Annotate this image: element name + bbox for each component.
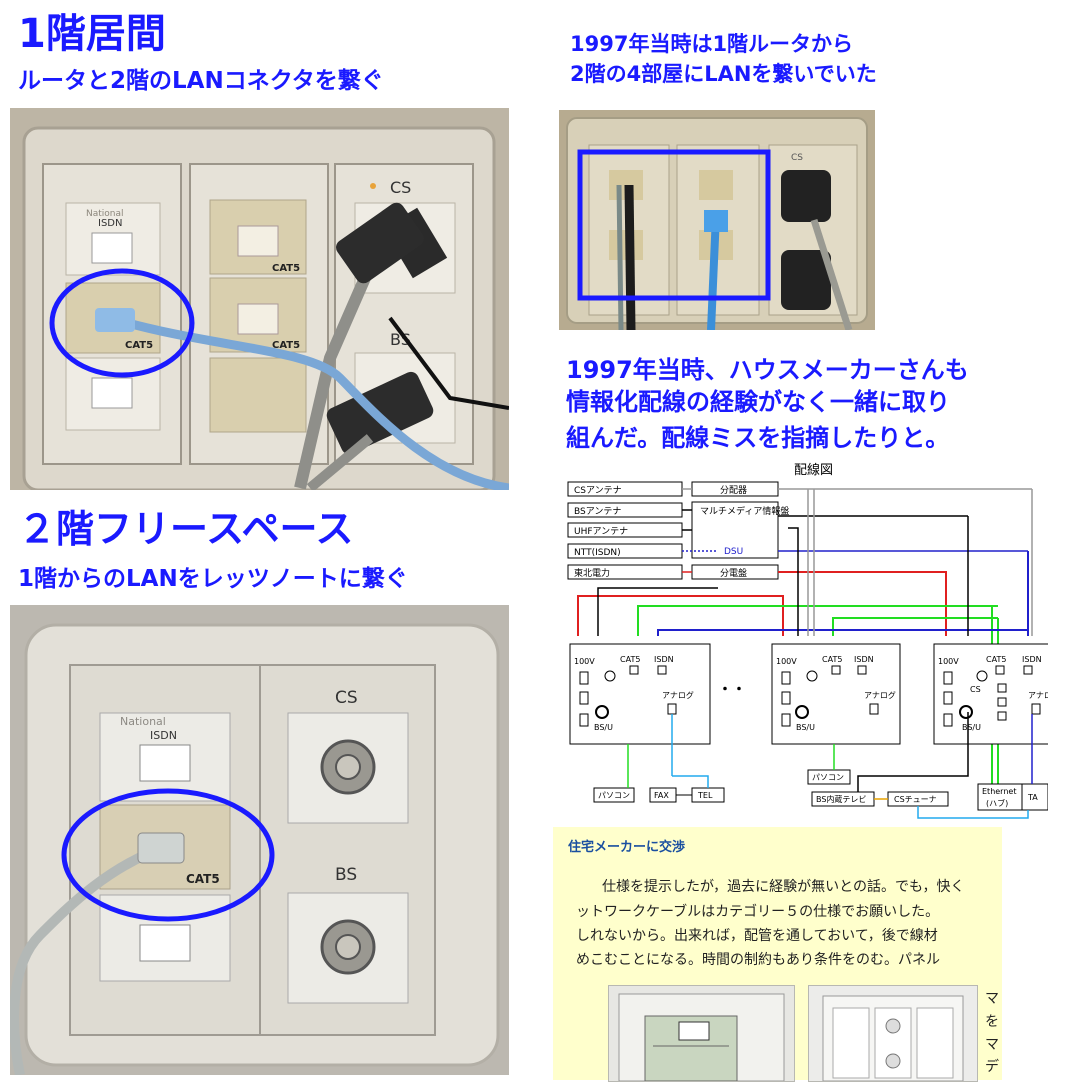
router-caption-line2: 2階の4部屋にLANを繋いでいた: [570, 62, 877, 86]
history-caption-line2: 情報化配線の経験がなく一緒に取り: [566, 388, 950, 416]
side-text-3: マ: [985, 1037, 999, 1053]
panel3-bsu: BS/U: [962, 723, 981, 732]
upstairs-subheading: 1階からのLANをレッツノートに繋ぐ: [18, 566, 408, 592]
device-tel: TEL: [697, 791, 713, 800]
panel2-analog: アナログ: [864, 690, 896, 700]
panel1-bsu: BS/U: [594, 723, 613, 732]
media-panel-box: マルチメディア情報盤: [700, 505, 789, 517]
bs-label: BS: [390, 330, 411, 349]
negotiation-heading: 住宅メーカーに交渉: [568, 840, 686, 855]
dsu-label: DSU: [724, 547, 743, 557]
more-panels-dots: ・・: [718, 682, 746, 698]
upstairs-cs-label: CS: [335, 688, 358, 708]
splitter-box: 分配器: [720, 485, 747, 496]
device-hub: (ハブ): [986, 798, 1008, 808]
cat5-label-a: CAT5: [125, 340, 153, 351]
side-text-4: デ: [985, 1059, 999, 1075]
cat5-label-b: CAT5: [272, 263, 300, 274]
device-pc2: パソコン: [812, 773, 844, 782]
device-ethernet: Ethernet: [982, 787, 1016, 796]
upstairs-bs-label: BS: [335, 865, 357, 885]
device-cs-tuner: CSチューナ: [894, 795, 937, 804]
panel2-100v: 100V: [776, 657, 797, 666]
panel2-cat5: CAT5: [822, 655, 842, 664]
national-logo-1: National: [86, 209, 124, 219]
living-room-subheading: ルータと2階のLANコネクタを繋ぐ: [18, 68, 384, 94]
diagram-title: 配線図: [794, 462, 833, 478]
negotiation-para1: 仕様を提示したが，過去に経験が無いとの話。でも，快く: [602, 879, 965, 895]
panel-photo-1: [608, 985, 795, 1082]
source-cs-antenna: CSアンテナ: [574, 485, 622, 496]
panel1-100v: 100V: [574, 657, 595, 666]
side-text-2: を: [985, 1014, 999, 1030]
history-caption-line1: 1997年当時、ハウスメーカーさんも: [566, 356, 969, 384]
router-cs-label: CS: [791, 153, 803, 163]
router-wall-photo: CS: [559, 110, 875, 330]
panel1-analog: アナログ: [662, 690, 694, 700]
panel1-cat5: CAT5: [620, 655, 640, 664]
panel1-isdn: ISDN: [654, 655, 674, 664]
panel3-cat5: CAT5: [986, 655, 1006, 664]
history-caption-line3: 組んだ。配線ミスを指摘したりと。: [566, 424, 950, 452]
panel3-100v: 100V: [938, 657, 959, 666]
cs-label: CS: [390, 178, 411, 197]
device-fax: FAX: [654, 791, 669, 800]
router-caption-line1: 1997年当時は1階ルータから: [570, 32, 854, 56]
distribution-box: 分電盤: [720, 567, 747, 579]
source-power: 東北電力: [574, 567, 610, 579]
panel3-isdn: ISDN: [1022, 655, 1042, 664]
panel3-analog: アナログ: [1028, 690, 1048, 700]
upstairs-heading: ２階フリースペース: [18, 507, 354, 551]
device-pc1: パソコン: [598, 791, 630, 800]
panel3-cs: CS: [970, 685, 981, 694]
isdn-label: ISDN: [98, 218, 122, 229]
negotiation-para2: ットワークケーブルはカテゴリー５の仕様でお願いした。: [576, 904, 940, 920]
cat5-label-c: CAT5: [272, 340, 300, 351]
negotiation-para3: しれないから。出来れば，配管を通しておいて，後で線材: [576, 928, 938, 944]
negotiation-para4: めこむことになる。時間の制約もあり条件をのむ。パネル: [576, 952, 940, 968]
panel-photo-2: [808, 985, 978, 1082]
panel2-bsu: BS/U: [796, 723, 815, 732]
upstairs-cat5-label: CAT5: [186, 872, 220, 886]
device-ta: TA: [1027, 793, 1038, 802]
panel2-isdn: ISDN: [854, 655, 874, 664]
wiring-diagram: 配線図 CSアンテナ BSアンテナ UHFアンテナ NTT(ISDN) 東北電力…: [558, 458, 1060, 830]
source-uhf-antenna: UHFアンテナ: [574, 526, 628, 537]
upstairs-isdn-label: ISDN: [150, 729, 177, 742]
upstairs-wall-photo: National ISDN CAT5 CS BS: [10, 605, 509, 1075]
device-bs-tv: BS内蔵テレビ: [816, 794, 866, 804]
source-bs-antenna: BSアンテナ: [574, 506, 621, 517]
upstairs-national-logo: National: [120, 715, 166, 728]
side-text-1: マ: [985, 991, 999, 1007]
living-room-wall-photo: National ISDN CAT5 CAT5 CAT5 CS BS: [10, 108, 509, 490]
living-room-heading: 1階居間: [18, 11, 166, 57]
source-ntt: NTT(ISDN): [574, 548, 621, 558]
